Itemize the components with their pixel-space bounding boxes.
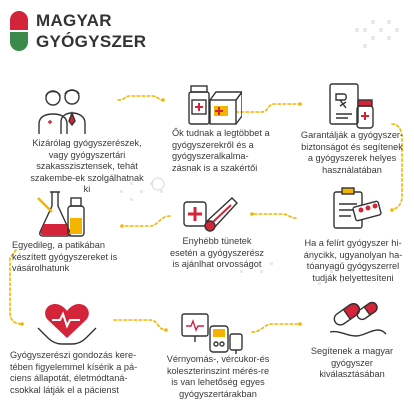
step-5-text: Enyhébb tünetek esetén a gyógyszerész is… xyxy=(170,236,264,269)
step-7-text: Gyógyszerészi gondozás kere-tében figyel… xyxy=(10,350,138,395)
background-plus-pattern xyxy=(120,20,399,285)
brand-line-1: MAGYAR xyxy=(36,11,112,30)
heart-hands-icon xyxy=(36,298,98,346)
thermometer-pills-icon xyxy=(180,196,240,236)
step-3-text: Garantálják a gyógyszer-biztonságot és s… xyxy=(300,130,404,175)
step-8-text: Vérnyomás-, vércukor-és koleszterinszint… xyxy=(166,354,270,399)
step-9-text: Segítenek a magyar gyógyszer kiválasztás… xyxy=(310,346,394,379)
capsules-hand-icon xyxy=(328,296,388,342)
step-4-text: Egyedileg, a patikában készített gyógysz… xyxy=(12,240,118,273)
brand-line-2: GYÓGYSZER xyxy=(36,32,147,51)
step-2-text: Ők tudnak a legtöbbet a gyógyszerekről é… xyxy=(172,128,270,173)
step-1-text: Kizárólag gyógyszerészek, vagy gyógyszer… xyxy=(30,138,144,194)
brand-logo: MAGYAR GYÓGYSZER xyxy=(8,7,208,57)
clipboard-pills-icon xyxy=(330,186,382,230)
medicine-box-icon xyxy=(186,80,244,128)
logo-pill-icon xyxy=(10,11,28,51)
pharmacists-icon xyxy=(34,82,90,138)
medical-devices-icon xyxy=(180,312,246,354)
prescription-icon xyxy=(326,80,376,132)
brand-name: MAGYAR GYÓGYSZER xyxy=(36,10,146,52)
step-6-text: Ha a felírt gyógyszer hi-ánycikk, ugyano… xyxy=(303,238,403,283)
lab-flasks-icon xyxy=(36,188,88,238)
